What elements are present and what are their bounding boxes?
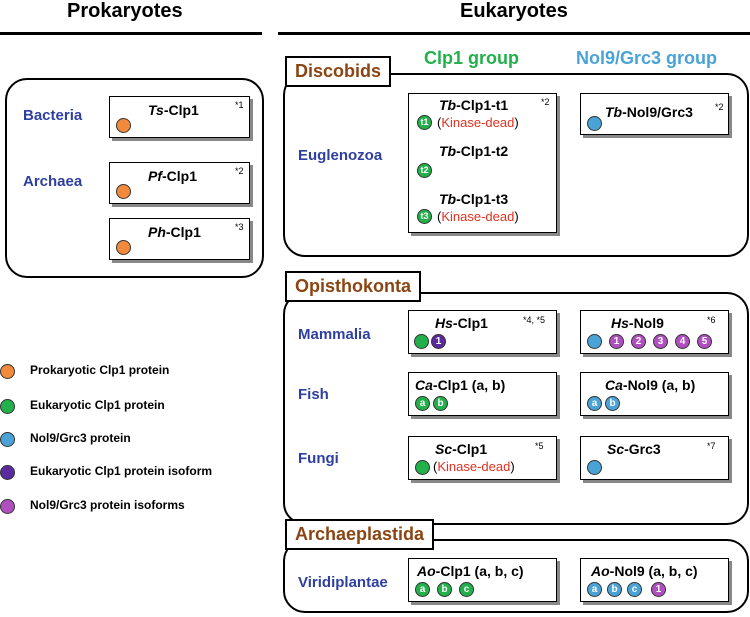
legend-swatch-eukaryotic-clp1-isoform bbox=[0, 465, 15, 480]
nol9-isoform-dot: 4 bbox=[675, 334, 690, 349]
footnote-ref: *2 bbox=[541, 97, 550, 107]
protein-name: Tb-Clp1-t3 bbox=[439, 191, 509, 207]
nol9-isoform-dot: 1 bbox=[609, 334, 624, 349]
nol9-dot: b bbox=[605, 396, 620, 411]
protein-name: Tb-Clp1-t2 bbox=[439, 143, 509, 159]
footnote-ref: *6 bbox=[707, 315, 716, 325]
footnote-ref: *1 bbox=[235, 100, 244, 110]
eukaryotic-clp1-dot bbox=[414, 334, 429, 349]
nol9-isoform-dot: 2 bbox=[631, 334, 646, 349]
footnote-ref: *2 bbox=[715, 102, 724, 112]
protein-name: Tb-Clp1-t1 bbox=[439, 97, 509, 113]
legend: Prokaryotic Clp1 protein Eukaryotic Clp1… bbox=[0, 362, 270, 522]
protein-box-ao-clp1: Ao-Clp1 (a, b, c) a b c bbox=[408, 558, 557, 602]
prokaryotic-clp1-dot bbox=[116, 118, 131, 133]
prokaryotic-clp1-dot bbox=[116, 184, 131, 199]
prokaryotes-header: Prokaryotes bbox=[67, 0, 183, 22]
protein-box-hs-nol9: Hs-Nol9 *6 1 2 3 4 5 bbox=[580, 310, 729, 354]
footnote-ref: *4, *5 bbox=[523, 315, 546, 325]
eukaryotes-rule bbox=[278, 32, 750, 35]
eukaryotic-clp1-dot bbox=[415, 460, 430, 475]
protein-box-ca-clp1: Ca-Clp1 (a, b) a b bbox=[408, 372, 557, 416]
discobids-label: Discobids bbox=[285, 56, 392, 87]
protein-box-sc-grc3: Sc-Grc3 *7 bbox=[580, 436, 729, 480]
protein-box-pf-clp1: Pf-Clp1 *2 bbox=[109, 162, 250, 204]
protein-name: Ca-Nol9 (a, b) bbox=[605, 377, 696, 393]
protein-name: Sc-Grc3 bbox=[607, 441, 661, 457]
eukaryotic-clp1-dot: a bbox=[415, 396, 430, 411]
kinase-dead-label: (Kinase-dead) bbox=[437, 209, 519, 224]
legend-label: Nol9/Grc3 protein isoforms bbox=[30, 498, 185, 512]
eukaryotic-clp1-dot: b bbox=[437, 582, 452, 597]
protein-box-ts-clp1: Ts-Clp1 *1 bbox=[109, 96, 250, 138]
legend-swatch-prokaryotic-clp1 bbox=[0, 364, 15, 379]
taxon-fungi: Fungi bbox=[298, 450, 339, 467]
taxon-fish: Fish bbox=[298, 386, 329, 403]
taxon-viridiplantae: Viridiplantae bbox=[298, 574, 388, 591]
nol9-dot bbox=[587, 116, 602, 131]
nol9-dot: c bbox=[627, 582, 642, 597]
legend-label: Eukaryotic Clp1 protein bbox=[30, 398, 165, 412]
nol9-dot bbox=[587, 460, 602, 475]
protein-box-ca-nol9: Ca-Nol9 (a, b) a b bbox=[580, 372, 729, 416]
protein-box-tb-nol9: Tb-Nol9/Grc3 *2 bbox=[580, 93, 729, 135]
protein-name: Pf-Clp1 bbox=[148, 168, 197, 184]
eukaryotic-clp1-dot: t1 bbox=[417, 115, 432, 130]
footnote-ref: *5 bbox=[535, 441, 544, 451]
protein-name: Ao-Clp1 (a, b, c) bbox=[417, 563, 524, 579]
eukaryotic-clp1-dot: c bbox=[459, 582, 474, 597]
legend-swatch-nol9-grc3 bbox=[0, 432, 15, 447]
eukaryotes-header: Eukaryotes bbox=[460, 0, 568, 22]
protein-name: Ts-Clp1 bbox=[148, 102, 199, 118]
protein-box-ph-clp1: Ph-Clp1 *3 bbox=[109, 218, 250, 260]
nol9-dot bbox=[587, 334, 602, 349]
nol9-dot: b bbox=[607, 582, 622, 597]
clp1-isoform-dot: 1 bbox=[431, 334, 446, 349]
protein-name: Tb-Nol9/Grc3 bbox=[605, 104, 693, 120]
prokaryotic-clp1-dot bbox=[116, 240, 131, 255]
footnote-ref: *3 bbox=[235, 222, 244, 232]
footnote-ref: *2 bbox=[235, 166, 244, 176]
legend-label: Eukaryotic Clp1 protein isoform bbox=[30, 464, 213, 478]
protein-box-tb-clp1: *2 Tb-Clp1-t1 t1 (Kinase-dead) Tb-Clp1-t… bbox=[408, 93, 557, 233]
archaeplastida-label: Archaeplastida bbox=[285, 519, 435, 550]
eukaryotic-clp1-dot: t3 bbox=[417, 209, 432, 224]
protein-name: Hs-Clp1 bbox=[435, 315, 488, 331]
protein-box-sc-clp1: Sc-Clp1 *5 (Kinase-dead) bbox=[408, 436, 557, 480]
kinase-dead-label: (Kinase-dead) bbox=[433, 459, 515, 474]
protein-name: Ca-Clp1 (a, b) bbox=[415, 377, 506, 393]
nol9-dot: a bbox=[587, 396, 602, 411]
taxon-bacteria: Bacteria bbox=[23, 107, 83, 124]
protein-name: Ao-Nol9 (a, b, c) bbox=[591, 563, 698, 579]
kinase-dead-label: (Kinase-dead) bbox=[437, 115, 519, 130]
eukaryotic-clp1-dot: a bbox=[415, 582, 430, 597]
nol9-isoform-dot: 3 bbox=[653, 334, 668, 349]
protein-box-hs-clp1: Hs-Clp1 *4, *5 1 bbox=[408, 310, 557, 354]
nol9-isoform-dot: 1 bbox=[651, 582, 666, 597]
opisthokonta-label: Opisthokonta bbox=[285, 271, 421, 302]
nol9-dot: a bbox=[587, 582, 602, 597]
eukaryotic-clp1-dot: t2 bbox=[417, 163, 432, 178]
protein-name: Sc-Clp1 bbox=[435, 441, 488, 457]
nol9-group-label: Nol9/Grc3 group bbox=[576, 48, 718, 68]
legend-label: Nol9/Grc3 protein bbox=[30, 431, 131, 445]
protein-name: Hs-Nol9 bbox=[611, 315, 664, 331]
legend-swatch-eukaryotic-clp1 bbox=[0, 399, 15, 414]
taxon-archaea: Archaea bbox=[23, 173, 83, 190]
clp1-group-label: Clp1 group bbox=[424, 48, 519, 68]
legend-swatch-nol9-isoforms bbox=[0, 499, 15, 514]
eukaryotic-clp1-dot: b bbox=[433, 396, 448, 411]
nol9-isoform-dot: 5 bbox=[697, 334, 712, 349]
protein-box-ao-nol9: Ao-Nol9 (a, b, c) a b c 1 bbox=[580, 558, 729, 602]
legend-label: Prokaryotic Clp1 protein bbox=[30, 363, 170, 377]
footnote-ref: *7 bbox=[707, 441, 716, 451]
prokaryotes-rule bbox=[0, 32, 262, 35]
taxon-euglenozoa: Euglenozoa bbox=[298, 147, 383, 164]
protein-name: Ph-Clp1 bbox=[148, 224, 201, 240]
taxon-mammalia: Mammalia bbox=[298, 326, 371, 343]
